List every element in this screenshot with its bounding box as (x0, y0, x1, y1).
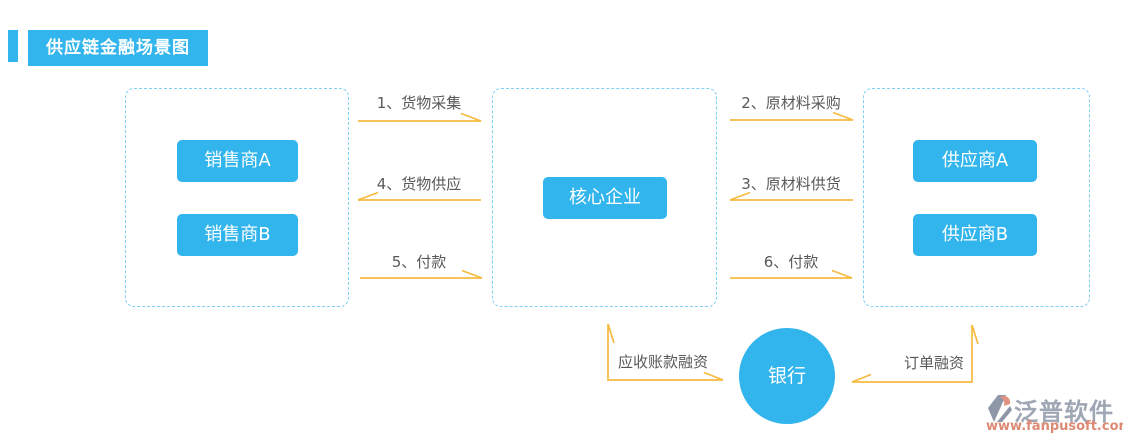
node-bank: 银行 (739, 328, 835, 424)
node-core-enterprise: 核心企业 (543, 177, 667, 219)
flow-label-goods-supply: 4、货物供应 (376, 175, 462, 193)
node-seller-b: 销售商B (177, 214, 298, 256)
vendor-logo-site: www.fanpusoft.com (986, 419, 1123, 434)
node-supplier-b: 供应商B (913, 214, 1037, 256)
node-seller-a: 销售商A (177, 140, 298, 182)
flow-label-order-financing: 订单融资 (903, 354, 964, 372)
vendor-logo-icon (988, 395, 1012, 422)
arrow-goods-supply (357, 191, 481, 201)
vendor-logo: 泛普软件 www.fanpusoft.com (986, 392, 1123, 436)
arrow-raw-material-delivery (729, 191, 853, 201)
suppliers-group-box (863, 88, 1090, 307)
flow-label-receivable-financing: 应收账款融资 (617, 353, 708, 371)
sellers-group-box (125, 88, 349, 307)
vendor-logo-name: 泛普软件 (1014, 398, 1114, 426)
title-accent-bar (8, 30, 18, 62)
arrow-receivable-financing (607, 323, 724, 381)
arrow-goods-collection (358, 112, 482, 122)
flow-label-payment-right: 6、付款 (763, 253, 819, 271)
flow-label-payment-left: 5、付款 (391, 253, 447, 271)
arrow-payment-right (730, 269, 853, 279)
arrow-raw-material-purchase (730, 111, 854, 121)
flow-label-goods-collection: 1、货物采集 (376, 94, 462, 112)
arrow-payment-left (360, 269, 483, 279)
flow-label-raw-material-delivery: 3、原材料供货 (741, 175, 841, 193)
node-supplier-a: 供应商A (913, 140, 1037, 182)
flow-label-raw-material-purchase: 2、原材料采购 (741, 94, 841, 112)
page-title: 供应链金融场景图 (28, 30, 208, 66)
arrow-order-financing (851, 324, 979, 383)
